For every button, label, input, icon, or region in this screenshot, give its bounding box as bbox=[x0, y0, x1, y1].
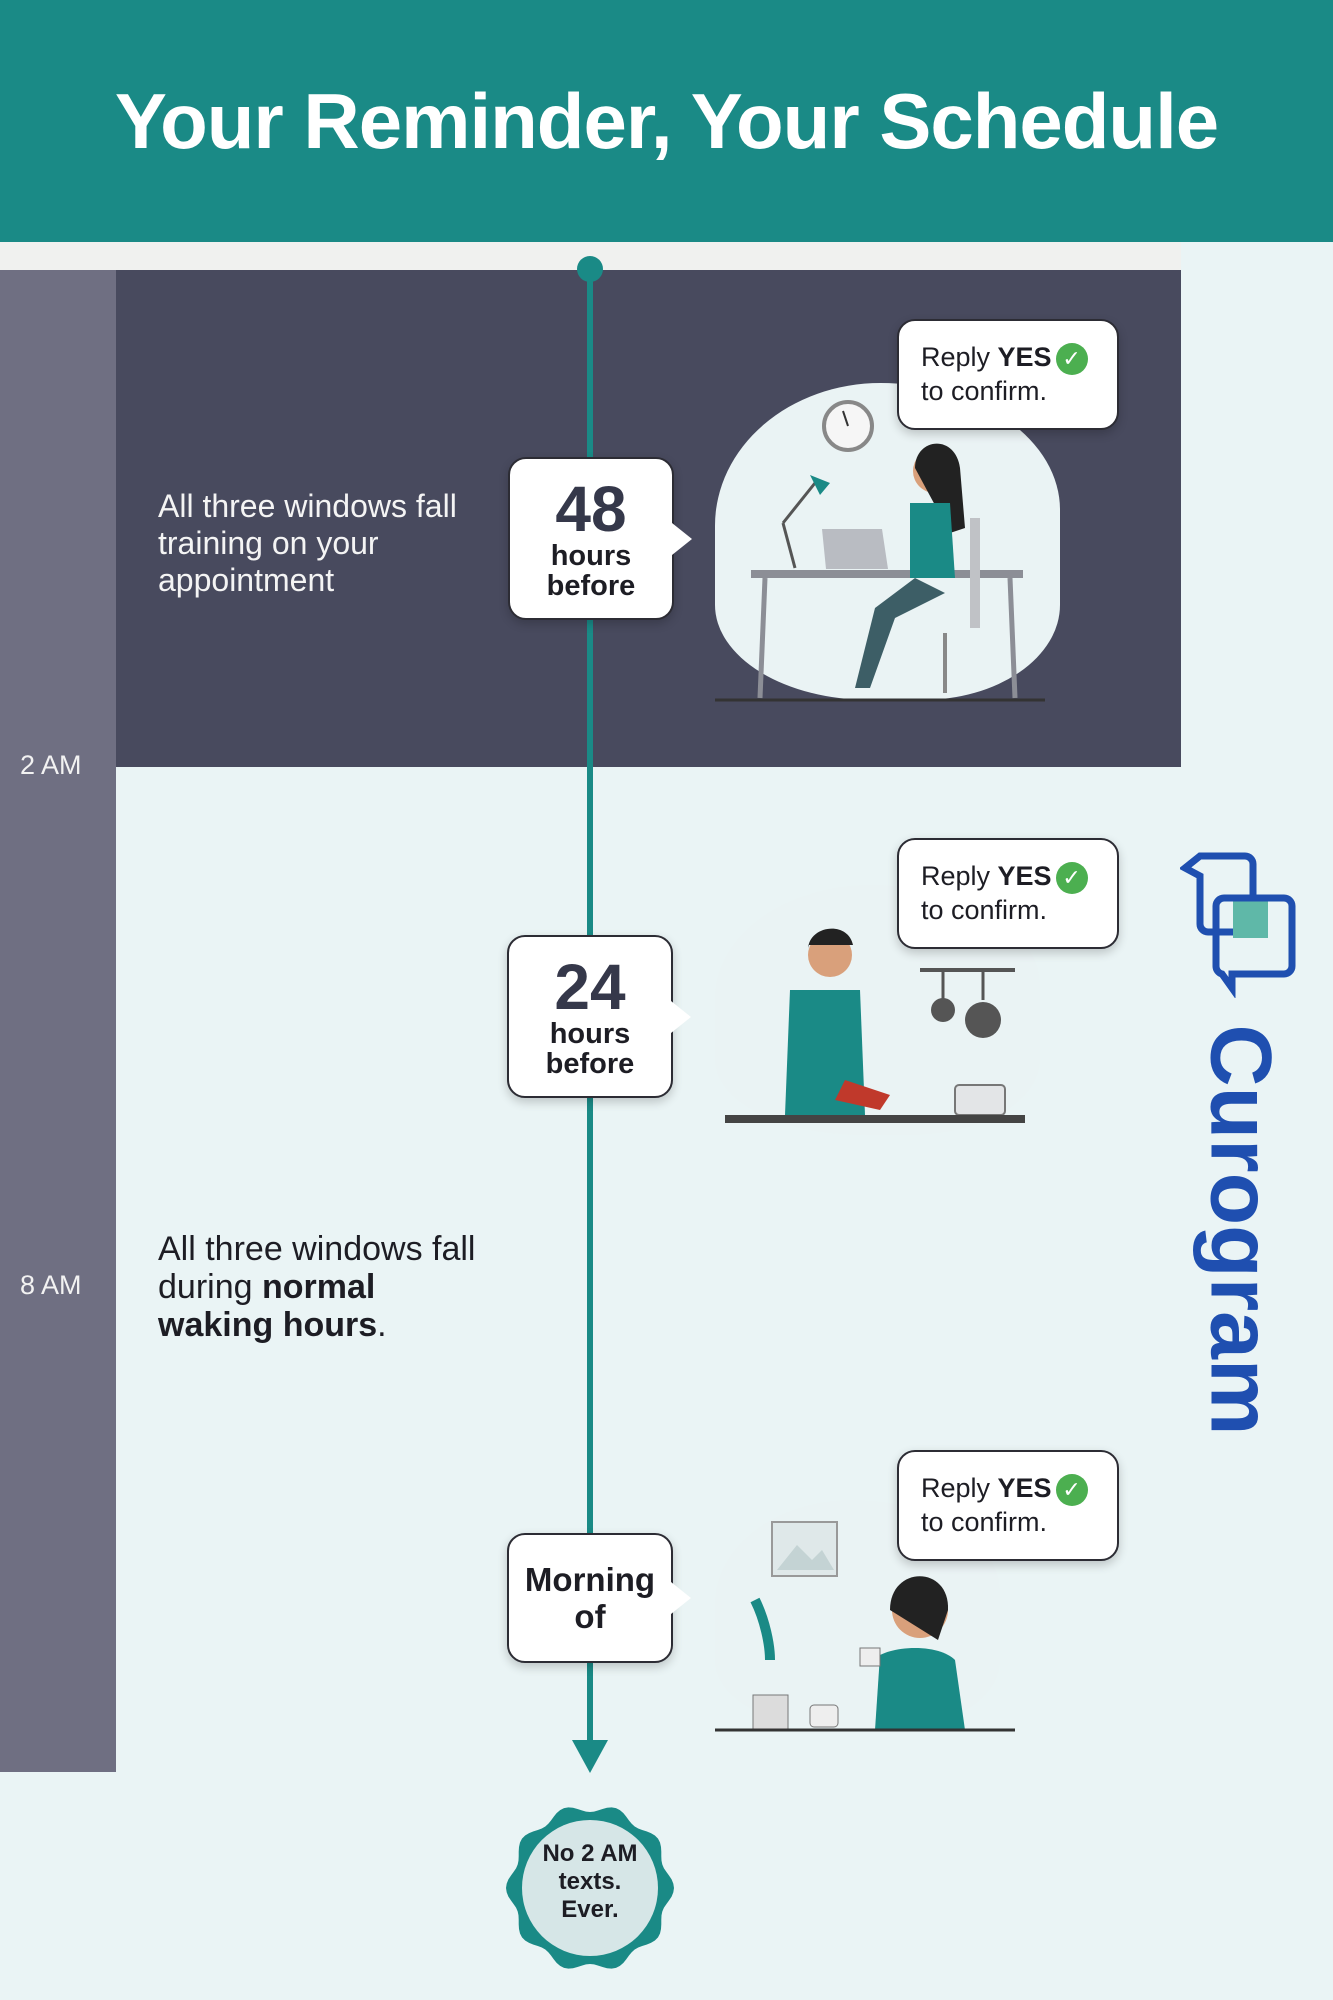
reply-yes: YES bbox=[997, 861, 1052, 891]
timeline-start-dot bbox=[577, 256, 603, 282]
day-note: All three windows fall during normal wak… bbox=[158, 1230, 478, 1344]
day-note-text: All three windows fall during bbox=[158, 1230, 476, 1306]
reply-bubble: Reply YES✓to confirm. bbox=[897, 319, 1119, 430]
brand-name: Curogram bbox=[1192, 1024, 1289, 1436]
reply-yes: YES bbox=[997, 1473, 1052, 1503]
night-note: All three windows fall training on your … bbox=[158, 488, 457, 598]
check-circle-icon: ✓ bbox=[1055, 1473, 1088, 1506]
day-note-bold: normal waking hours bbox=[158, 1268, 378, 1344]
reply-text: to confirm. bbox=[921, 375, 1048, 406]
reply-text: to confirm. bbox=[921, 894, 1048, 925]
milestone-morning-of: Morning of bbox=[507, 1533, 691, 1663]
woman-working-at-desk-illustration bbox=[715, 400, 1045, 702]
seal-badge bbox=[506, 1807, 674, 1969]
tick-2am: 2 AM bbox=[20, 750, 82, 780]
reply-bubble: Reply YES✓to confirm. bbox=[897, 838, 1119, 949]
badge-text: No 2 AM texts. Ever. bbox=[525, 1840, 655, 1924]
timeline-arrow-icon bbox=[572, 1740, 608, 1773]
header-banner: Your Reminder, Your Schedule bbox=[0, 0, 1333, 242]
reply-text: to confirm. bbox=[921, 1506, 1048, 1537]
milestone-label: before bbox=[546, 569, 636, 602]
man-cooking-illustration bbox=[725, 928, 1025, 1123]
milestone-number: 24 bbox=[554, 950, 626, 1023]
milestone-24-hours: 24 hours before bbox=[507, 935, 691, 1098]
brand-logo: Curogram bbox=[1135, 1025, 1333, 1436]
milestone-label: Morning bbox=[524, 1561, 656, 1598]
milestone-label: before bbox=[545, 1047, 635, 1080]
day-note-suffix: . bbox=[377, 1306, 387, 1344]
milestone-label: hours bbox=[550, 539, 632, 572]
reply-yes: YES bbox=[997, 342, 1052, 372]
reply-text: Reply bbox=[921, 1473, 998, 1503]
badge-line: Ever. bbox=[561, 1896, 619, 1923]
badge-line: texts. bbox=[558, 1868, 622, 1895]
page-title: Your Reminder, Your Schedule bbox=[114, 76, 1219, 165]
time-column bbox=[0, 270, 116, 1772]
check-circle-icon: ✓ bbox=[1055, 861, 1088, 894]
milestone-number: 48 bbox=[555, 472, 627, 545]
reply-text: Reply bbox=[921, 861, 998, 891]
badge-line: No 2 AM bbox=[542, 1840, 638, 1867]
milestone-label: of bbox=[574, 1598, 606, 1635]
tick-8am: 8 AM bbox=[20, 1270, 82, 1300]
woman-drinking-coffee-illustration bbox=[715, 1521, 1015, 1732]
milestone-label: hours bbox=[549, 1017, 631, 1050]
chat-bubbles-icon bbox=[1180, 852, 1296, 998]
reply-bubble: Reply YES✓to confirm. bbox=[897, 1450, 1119, 1561]
scene-backdrop bbox=[715, 383, 1060, 700]
check-circle-icon: ✓ bbox=[1055, 342, 1088, 375]
milestone-48-hours: 48 hours before bbox=[508, 457, 692, 620]
reply-text: Reply bbox=[921, 342, 998, 372]
